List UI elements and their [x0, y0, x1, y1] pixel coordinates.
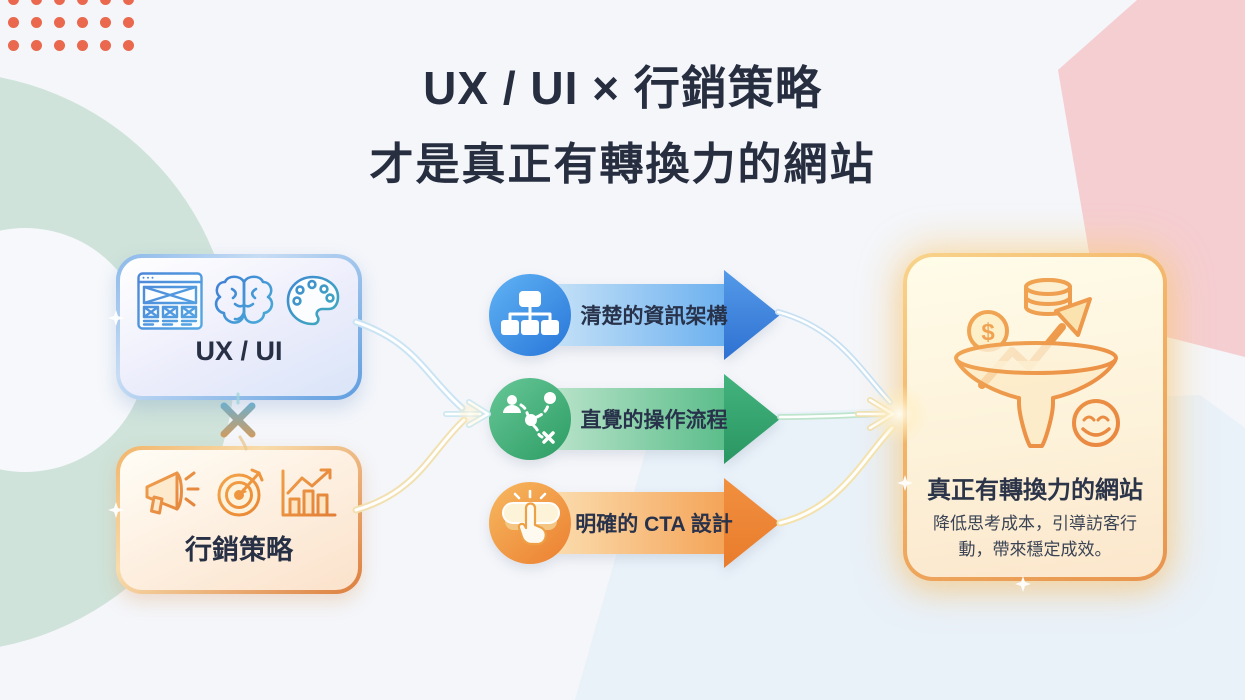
smiley-icon [1072, 399, 1120, 447]
result-card-title: 真正有轉換力的網站 [927, 477, 1143, 504]
brain-icon [214, 275, 274, 324]
dot-grid-decor [8, 0, 134, 51]
multiply-icon [220, 402, 256, 438]
flow-arrow-label: 明確的 CTA 設計 [575, 513, 733, 536]
title-line-1: UX / UI × 行銷策略 [423, 62, 822, 114]
marketing-card: 行銷策略 [116, 446, 362, 594]
marketing-card-label: 行銷策略 [185, 535, 293, 565]
page-title: UX / UI × 行銷策略 才是真正有轉換力的網站 [0, 52, 1245, 192]
marketing-icon-row [139, 462, 339, 524]
target-dart-icon [217, 468, 264, 517]
uxui-icon-row [137, 270, 341, 332]
uxui-card-label: UX / UI [195, 336, 283, 366]
flow-arrow-label: 清楚的資訊架構 [580, 305, 728, 328]
result-card-description: 降低思考成本，引導訪客行動，帶來穩定成效。 [933, 514, 1137, 559]
growth-chart-icon [281, 468, 337, 517]
funnel-icon [954, 341, 1118, 448]
megaphone-icon [145, 471, 200, 515]
title-line-2: 才是真正有轉換力的網站 [369, 140, 876, 189]
flow-arrow-cta-design: 明確的 CTA 設計 [488, 475, 798, 571]
dollar-coin-icon: $ [967, 310, 1009, 352]
palette-icon [286, 275, 340, 326]
flow-arrow-label: 直覺的操作流程 [580, 409, 728, 432]
coin-stack-icon [1024, 278, 1072, 316]
result-card: $ [903, 253, 1167, 581]
conversion-funnel-illustration: $ [954, 278, 1120, 448]
uxui-card: UX / UI [116, 254, 362, 400]
flow-arrow-operation-flow: 直覺的操作流程 [488, 371, 798, 467]
svg-text:$: $ [981, 319, 995, 346]
flow-arrow-info-architecture: 清楚的資訊架構 [488, 267, 798, 363]
browser-wireframe-icon [137, 272, 203, 330]
